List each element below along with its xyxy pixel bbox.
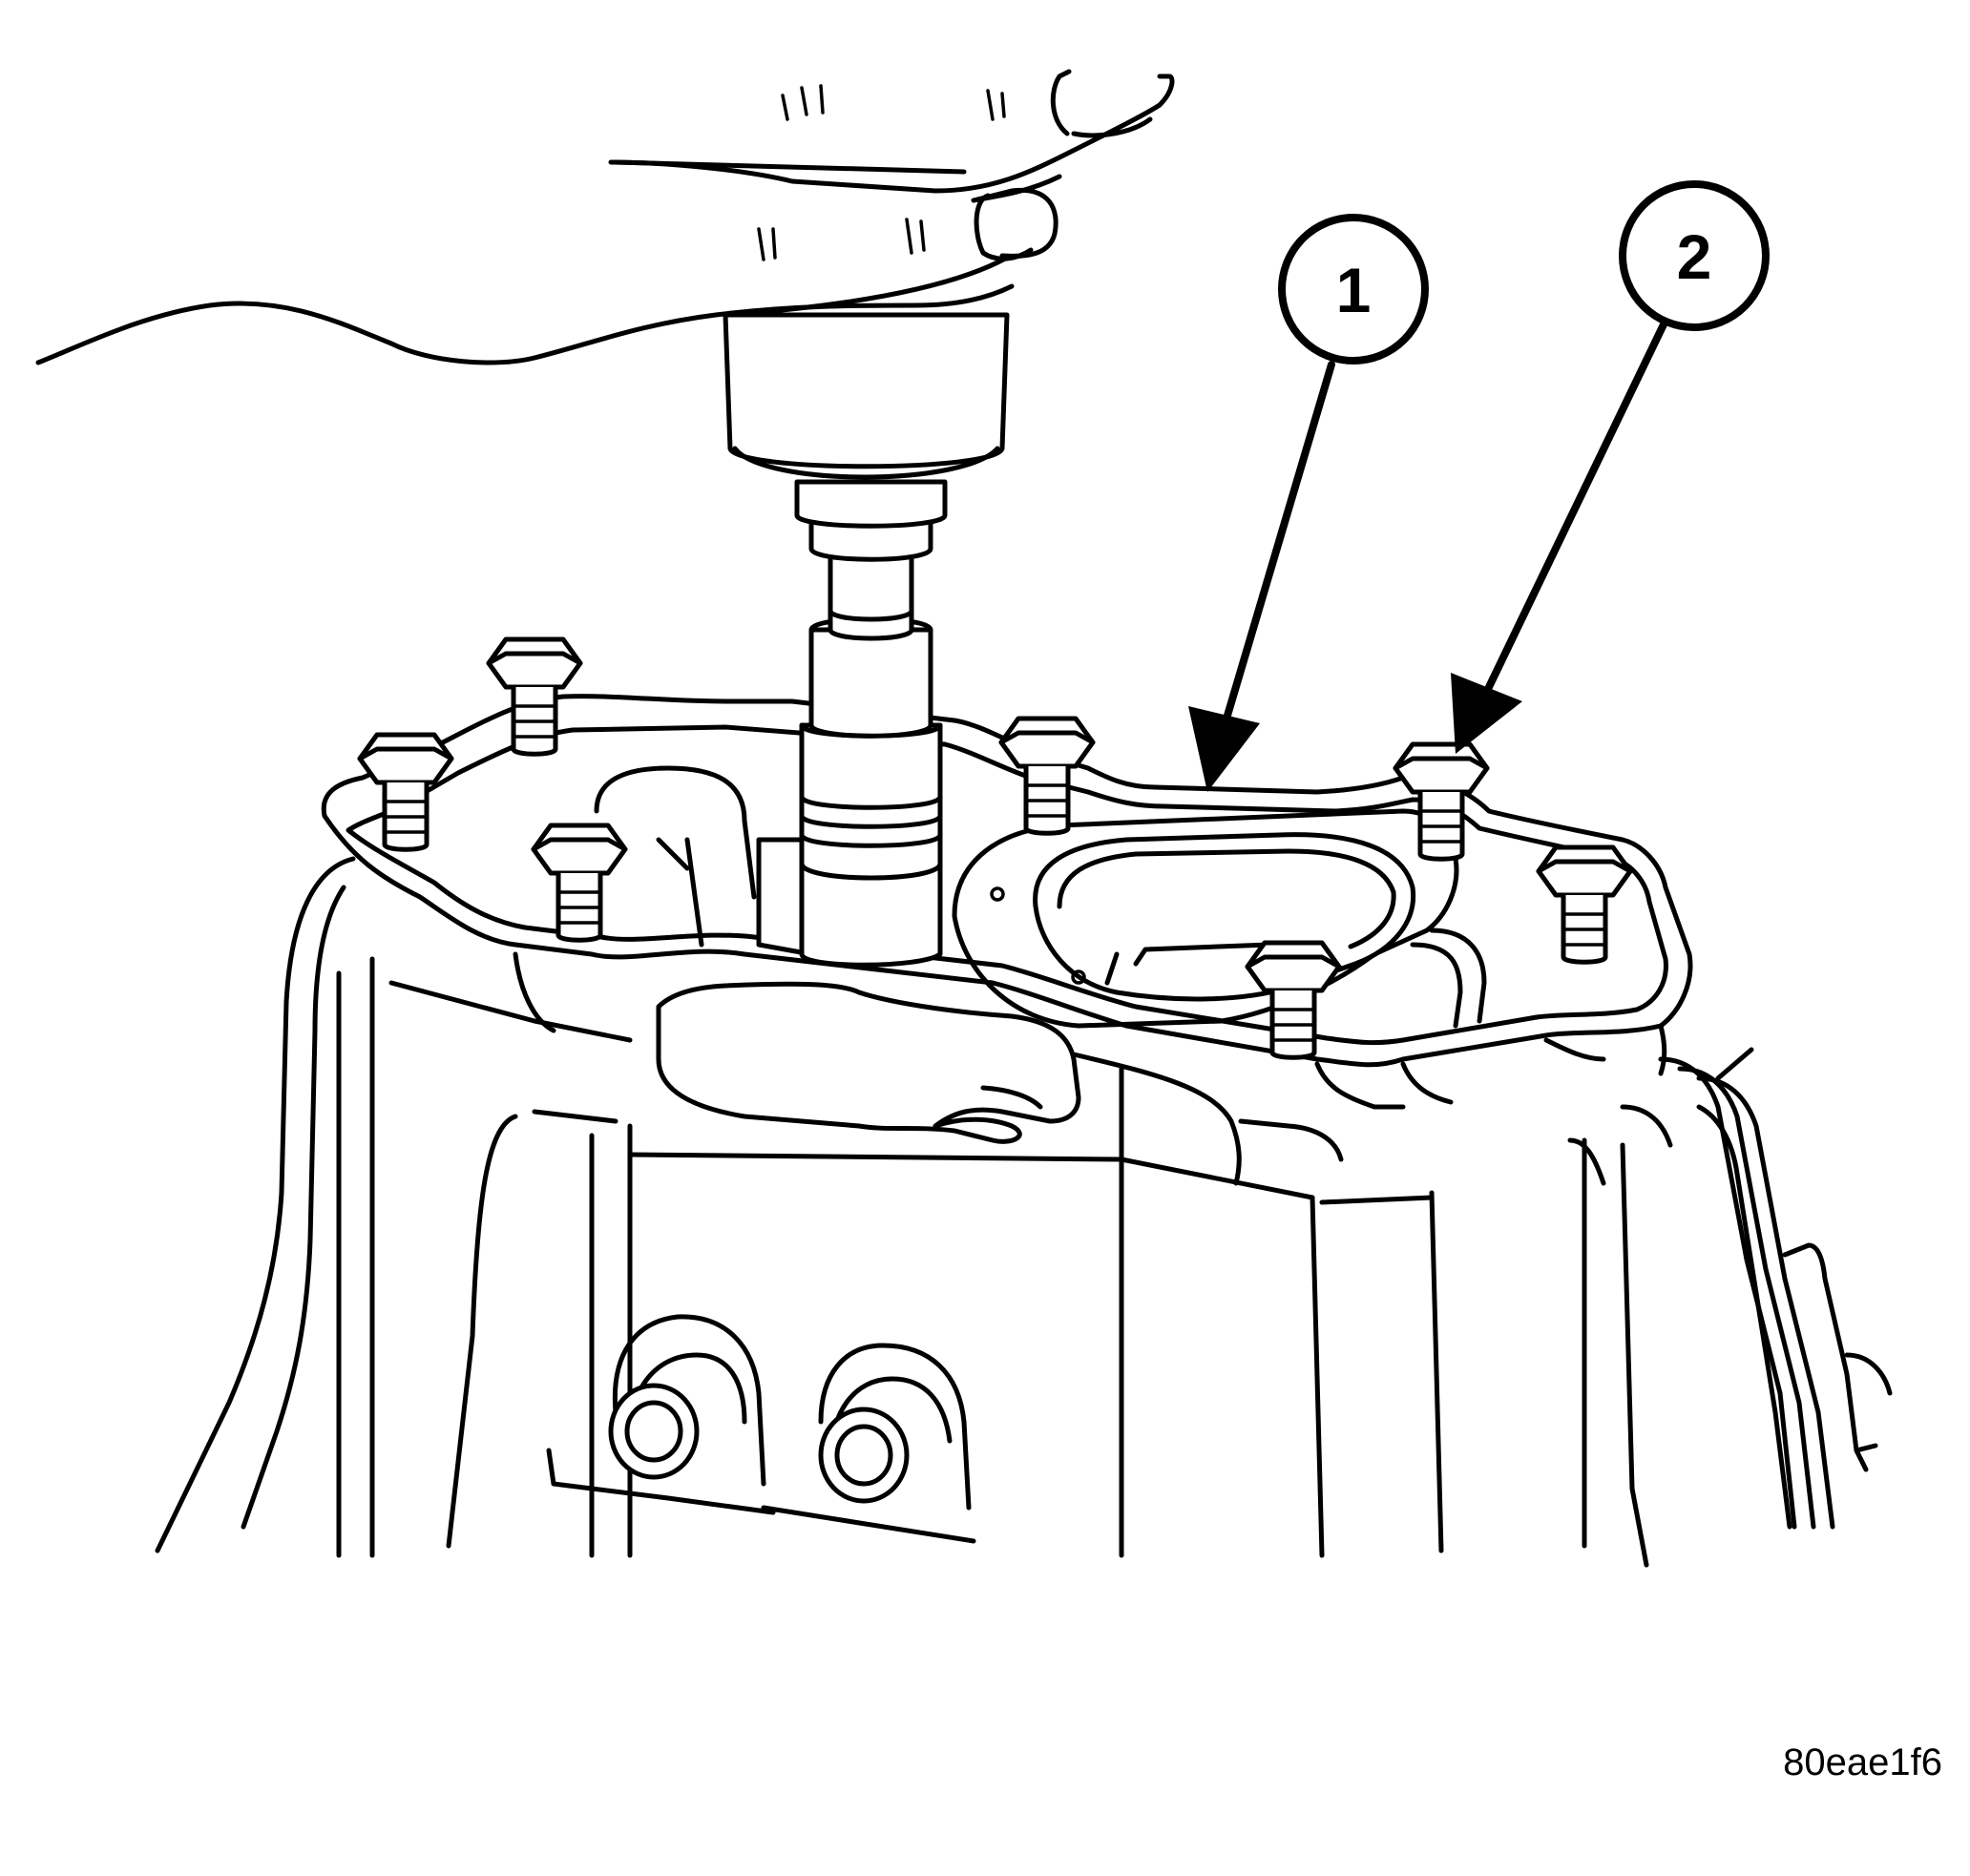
installer-tool [723,312,1010,968]
bolt [1393,741,1490,862]
callout-circle-1 [1278,214,1429,365]
arrowhead-1 [1188,706,1260,792]
bolt [1536,844,1633,965]
transfer-case-housing [155,856,1893,1568]
bolt [1245,940,1342,1060]
bolts [357,636,1633,1060]
shift-lobe [656,981,1081,1144]
drain-fill-plugs [608,1314,972,1511]
hand [35,69,1175,365]
bolt [357,732,454,852]
callout-label-2: 2 [1677,221,1712,292]
bolt [486,636,583,757]
callout-label-1: 1 [1336,255,1372,325]
arrowhead-2 [1451,673,1522,754]
figure-id: 80eae1f6 [1783,1741,1942,1783]
callout-circle-2 [1619,180,1770,331]
plug-right [818,1407,910,1504]
callout-1: 1 [1188,214,1429,792]
bolt [998,716,1096,836]
callout-2: 2 [1451,180,1770,754]
plug-left [608,1383,700,1480]
bolt [531,823,628,943]
